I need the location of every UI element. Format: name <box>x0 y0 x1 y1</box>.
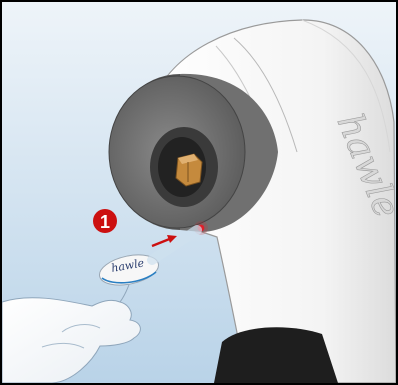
device-base <box>214 327 338 383</box>
device-illustration: hawle hawle 1 <box>2 2 396 383</box>
step-number: 1 <box>100 212 110 232</box>
step-badge: 1 <box>93 209 117 233</box>
brass-connector <box>176 154 202 186</box>
